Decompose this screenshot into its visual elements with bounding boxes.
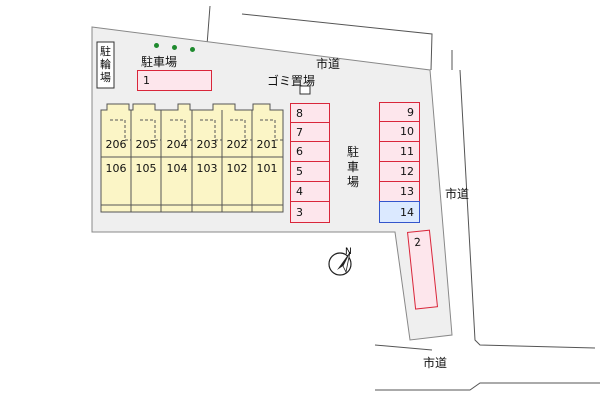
- unit-label-105: 105: [135, 162, 157, 175]
- parking-spot-14: 14: [379, 201, 420, 223]
- parking-spot-9: 9: [379, 102, 420, 123]
- parking-spot-4: 4: [290, 181, 330, 202]
- road-south-edge-top: [374, 344, 433, 351]
- compass-north-label: N: [345, 247, 352, 257]
- parking-spot-7: 7: [290, 122, 330, 143]
- parking-spot-10: 10: [379, 121, 420, 142]
- bicycle-parking-box: [96, 41, 115, 89]
- parking-spot-11: 11: [379, 141, 420, 162]
- parking-spot-1: 1: [137, 70, 212, 91]
- parking-spot-8: 8: [290, 103, 330, 124]
- bicycle-parking-label: 駐輪場: [100, 45, 111, 84]
- unit-dash: [110, 119, 131, 141]
- unit-label-106: 106: [105, 162, 127, 175]
- tree-icon: [154, 43, 159, 48]
- unit-label-206: 206: [105, 138, 127, 151]
- parking-spot-3: 3: [290, 201, 330, 223]
- unit-dash: [200, 119, 222, 141]
- road-south-label: 市道: [423, 356, 448, 370]
- unit-dash: [230, 119, 252, 141]
- road-north-edge-left: [206, 5, 211, 46]
- parking-spot-12: 12: [379, 161, 420, 182]
- unit-label-102: 102: [226, 162, 248, 175]
- unit-label-205: 205: [135, 138, 157, 151]
- tree-icon: [172, 45, 177, 50]
- garbage-box: [299, 85, 311, 95]
- road-east-edge-right: [459, 69, 596, 349]
- compass-icon: [328, 251, 352, 276]
- parking-north-label: 駐車場: [141, 55, 178, 69]
- unit-label-203: 203: [196, 138, 218, 151]
- garbage-area-label: ゴミ置場: [267, 74, 316, 88]
- road-east-label: 市道: [445, 187, 470, 201]
- unit-dash: [170, 119, 192, 141]
- unit-dash: [260, 119, 283, 141]
- parking-spot-5: 5: [290, 161, 330, 182]
- parking-spot-6: 6: [290, 141, 330, 162]
- parking-spot-13: 13: [379, 181, 420, 202]
- unit-dash: [140, 119, 161, 141]
- unit-label-103: 103: [196, 162, 218, 175]
- unit-label-204: 204: [166, 138, 188, 151]
- tree-icon: [190, 47, 195, 52]
- unit-label-104: 104: [166, 162, 188, 175]
- road-north-label: 市道: [316, 57, 341, 71]
- road-north-edge-right: [241, 13, 433, 71]
- parking-center-label: 駐車場: [346, 145, 359, 189]
- road-south-edge-bottom: [375, 382, 600, 391]
- unit-label-201: 201: [256, 138, 278, 151]
- unit-label-202: 202: [226, 138, 248, 151]
- unit-label-101: 101: [256, 162, 278, 175]
